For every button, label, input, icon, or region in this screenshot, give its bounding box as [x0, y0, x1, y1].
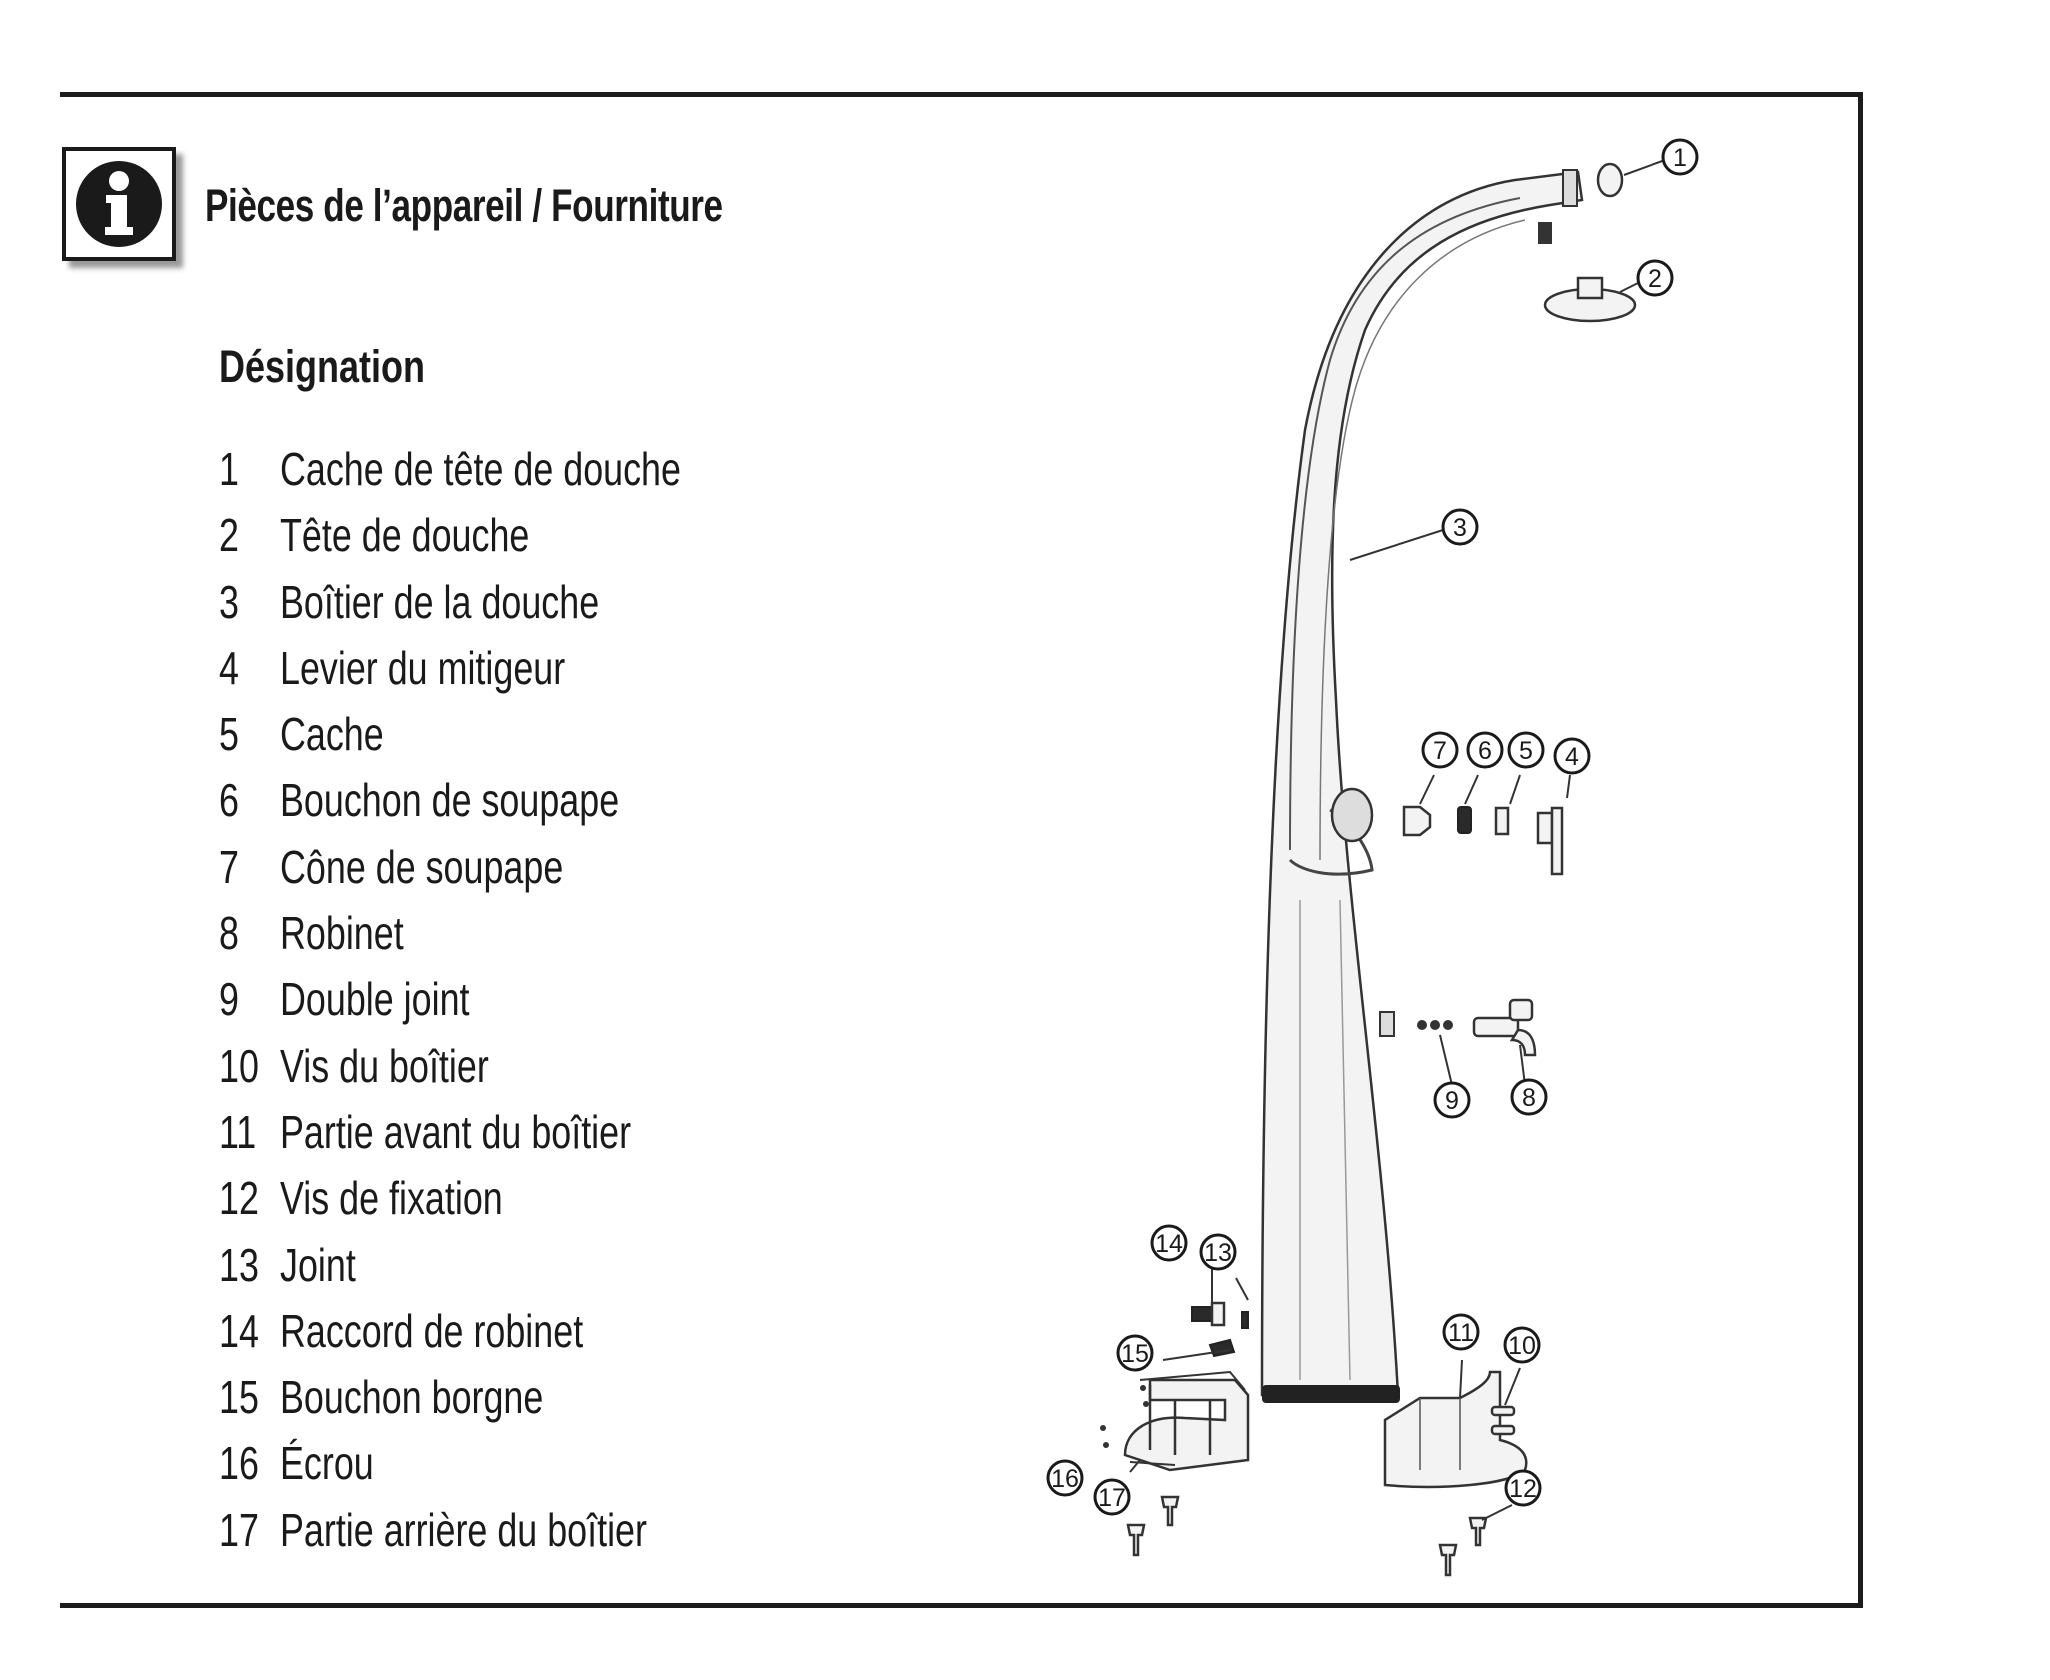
- callout-number: 13: [1204, 1239, 1232, 1267]
- shower-body: [1260, 169, 1584, 1403]
- part-15-shape: [1208, 1338, 1236, 1358]
- callout-5: 5: [1507, 731, 1545, 769]
- part-number: 12: [219, 1172, 259, 1225]
- callout-2: 2: [1636, 259, 1674, 297]
- part-2-shape: [1543, 276, 1637, 323]
- callout-13: 13: [1199, 1233, 1237, 1271]
- callout-number: 4: [1565, 743, 1579, 771]
- section-heading: Désignation: [219, 341, 426, 392]
- part-16-shape: [1100, 1385, 1149, 1448]
- part-number: 1: [219, 443, 239, 495]
- part-label: Bouchon de soupape: [280, 774, 620, 827]
- callout-11: 11: [1442, 1313, 1480, 1351]
- part-7-shape: [1402, 805, 1432, 837]
- part-number: 16: [219, 1437, 259, 1490]
- frame-right-rule: [1858, 92, 1863, 1608]
- part-number: 15: [219, 1371, 259, 1424]
- part-label: Levier du mitigeur: [280, 641, 566, 694]
- part-number: 9: [219, 973, 239, 1026]
- callout-4: 4: [1553, 737, 1591, 775]
- callout-17: 17: [1093, 1478, 1131, 1516]
- part-number: 5: [219, 708, 239, 761]
- callout-16: 16: [1046, 1459, 1084, 1497]
- callout-7: 7: [1421, 731, 1459, 769]
- part-label: Raccord de robinet: [280, 1304, 584, 1357]
- callout-number: 17: [1098, 1484, 1126, 1512]
- callout-10: 10: [1503, 1326, 1541, 1364]
- part-8-shape: [1472, 998, 1537, 1057]
- part-label: Joint: [280, 1238, 356, 1291]
- part-number: 14: [219, 1304, 259, 1357]
- callout-number: 12: [1509, 1475, 1537, 1503]
- frame-bottom-rule: [60, 1603, 1863, 1608]
- callout-3: 3: [1441, 508, 1479, 546]
- part-label: Cône de soupape: [280, 840, 564, 893]
- part-number: 3: [219, 575, 239, 628]
- callout-number: 10: [1508, 1332, 1536, 1360]
- part-13-shape: [1241, 1311, 1249, 1329]
- frame-top-rule: [60, 92, 1863, 97]
- callout-number: 15: [1121, 1340, 1149, 1368]
- part-label: Partie avant du boîtier: [280, 1105, 632, 1158]
- part-10-shape: [1490, 1405, 1516, 1436]
- part-label: Écrou: [280, 1437, 374, 1490]
- part-label: Partie arrière du boîtier: [280, 1503, 647, 1556]
- part-label: Double joint: [280, 973, 470, 1026]
- part-9-shape: [1417, 1020, 1453, 1030]
- part-5-shape: [1494, 806, 1510, 836]
- callout-15: 15: [1116, 1334, 1154, 1372]
- callout-number: 5: [1519, 737, 1533, 765]
- callout-number: 2: [1648, 265, 1662, 293]
- part-number: 2: [219, 509, 239, 562]
- callout-number: 1: [1673, 144, 1687, 172]
- part-number: 10: [219, 1039, 259, 1092]
- part-11-shape: [1383, 1370, 1528, 1489]
- part-1-shape: [1596, 162, 1624, 198]
- part-12-shape: [1126, 1495, 1488, 1577]
- callout-number: 6: [1478, 737, 1492, 765]
- part-number: 17: [219, 1503, 259, 1556]
- part-label: Bouchon borgne: [280, 1371, 544, 1424]
- callout-number: 8: [1522, 1084, 1536, 1112]
- callout-14: 14: [1150, 1224, 1188, 1262]
- callout-number: 11: [1448, 1319, 1474, 1347]
- callout-number: 14: [1155, 1230, 1183, 1258]
- part-4-shape: [1536, 806, 1564, 876]
- part-17-shape: [1123, 1370, 1250, 1472]
- callout-6: 6: [1466, 731, 1504, 769]
- callout-12: 12: [1504, 1469, 1542, 1507]
- callout-9: 9: [1433, 1081, 1471, 1119]
- page-title: Pièces de l’appareil / Fourniture: [205, 180, 723, 231]
- callout-8: 8: [1510, 1078, 1548, 1116]
- info-icon: [62, 147, 176, 261]
- callout-number: 7: [1433, 737, 1447, 765]
- part-number: 8: [219, 907, 239, 960]
- part-number: 13: [219, 1238, 259, 1291]
- part-number: 6: [219, 774, 239, 827]
- callout-number: 16: [1051, 1465, 1079, 1493]
- part-label: Tête de douche: [280, 509, 530, 562]
- part-6-shape: [1457, 806, 1472, 834]
- part-label: Vis de fixation: [280, 1172, 503, 1225]
- callout-number: 9: [1445, 1087, 1459, 1115]
- part-number: 11: [219, 1105, 257, 1158]
- callout-1: 1: [1661, 138, 1699, 176]
- part-number: 7: [219, 840, 239, 893]
- part-number: 4: [219, 641, 239, 694]
- part-label: Cache: [280, 708, 384, 761]
- leader-lines: [1129, 159, 1666, 1521]
- part-label: Vis du boîtier: [280, 1039, 489, 1092]
- part-14-shape: [1191, 1301, 1226, 1327]
- part-label: Cache de tête de douche: [280, 443, 681, 495]
- part-label: Robinet: [280, 907, 404, 960]
- callout-number: 3: [1453, 514, 1467, 542]
- part-label: Boîtier de la douche: [280, 575, 600, 628]
